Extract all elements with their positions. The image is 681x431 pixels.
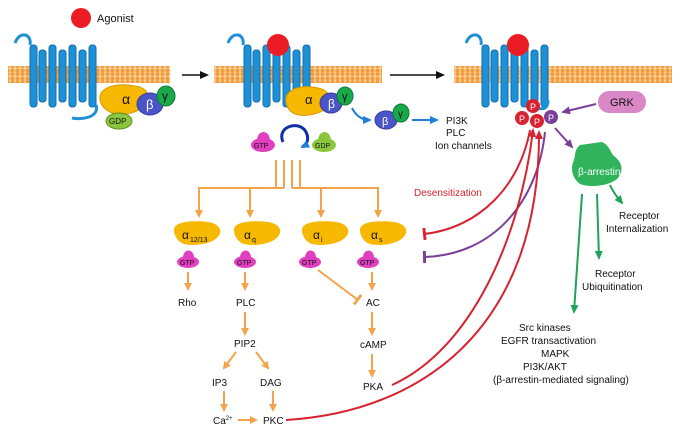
- alpha-branch-arrows: [195, 160, 382, 218]
- gdp-label-1: GDP: [109, 117, 126, 126]
- g-protein-2: α β γ: [285, 86, 354, 116]
- gamma-label-1: γ: [162, 89, 168, 103]
- grk-phosphorylation-arrow: [561, 103, 597, 115]
- phospho-label-3: P: [534, 117, 540, 127]
- arrestin-signal-note: (β-arrestin-mediated signaling): [493, 375, 629, 386]
- pkc-feedback-arrow: [285, 130, 544, 421]
- agonist-legend-icon: [71, 8, 91, 28]
- arrestin-signal-pi3k-akt: PI3K/AKT: [523, 362, 567, 373]
- pip2-label: PIP2: [234, 339, 256, 350]
- bg-target-ion-channels: Ion channels: [435, 141, 492, 152]
- beta-label-1: β: [146, 97, 153, 112]
- gtp-label-ai: GTP: [302, 260, 317, 267]
- gamma-label-2: γ: [342, 91, 348, 103]
- arrestin-recruit-arrow: [554, 127, 574, 149]
- alpha-label-1: α: [122, 91, 130, 107]
- gdp-gtp-exchange-arrow: [280, 124, 311, 149]
- pkc-label: PKC: [263, 416, 284, 427]
- alpha-i-subunit: α i GTP: [299, 221, 349, 268]
- dag-label: DAG: [260, 378, 282, 389]
- alpha-q-symbol: α: [244, 228, 251, 242]
- internalization-line-1: Receptor: [619, 211, 660, 222]
- effector-ac: AC: [366, 298, 380, 309]
- alpha-label-2: α: [305, 92, 313, 107]
- calcium-label: Ca2+: [213, 416, 233, 427]
- gtp-label-a1213: GTP: [180, 260, 195, 267]
- desensitization-label: Desensitization: [414, 188, 482, 199]
- alpha-12-13-symbol: α: [182, 228, 189, 242]
- alpha-s-symbol: α: [371, 228, 378, 242]
- desensitization-inhibit-purple: [422, 131, 546, 264]
- alpha-s-subscript: s: [379, 237, 383, 244]
- effector-plc: PLC: [236, 298, 255, 309]
- bg-target-plc: PLC: [446, 128, 465, 139]
- free-beta-gamma: β γ: [374, 103, 410, 130]
- gtp-bubble-panel2: GTP: [251, 132, 275, 152]
- arrestin-signaling-arrow: [570, 193, 583, 314]
- phospho-sites: P P P P: [515, 99, 558, 128]
- receptor-1: [13, 33, 98, 121]
- agonist-legend-label: Agonist: [97, 13, 134, 25]
- alpha-12-13-subunit: α 12/13 GTP: [174, 221, 221, 268]
- downstream-arrows: [184, 272, 376, 424]
- camp-label: cAMP: [360, 340, 387, 351]
- alpha-s-subunit: α s GTP: [357, 221, 407, 268]
- ubiquitination-line-1: Receptor: [595, 269, 636, 280]
- effector-rho: Rho: [178, 298, 197, 309]
- gdp-bubble-panel2: GDP: [312, 132, 336, 152]
- alpha-12-13-subscript: 12/13: [190, 237, 208, 244]
- internalization-line-2: Internalization: [606, 224, 668, 235]
- alpha-i-symbol: α: [313, 228, 320, 242]
- beta-arrestin-label: β-arrestin: [578, 167, 620, 178]
- arrestin-signal-src: Src kinases: [519, 323, 571, 334]
- agonist-bound-2: [267, 34, 289, 56]
- desensitization-inhibit-red: [422, 129, 531, 241]
- bg-target-pi3k: PI3K: [446, 116, 468, 127]
- arrestin-signal-egfr: EGFR transactivation: [501, 336, 596, 347]
- ubiquitination-line-2: Ubiquitination: [582, 282, 643, 293]
- gtp-label-aq: GTP: [237, 260, 252, 267]
- phospho-label-4: P: [548, 113, 554, 123]
- alpha-q-subscript: q: [252, 237, 256, 244]
- gtp-label-as: GTP: [360, 260, 375, 267]
- grk-label: GRK: [610, 97, 635, 109]
- alpha-q-subunit: α q GTP: [234, 221, 281, 268]
- alpha-i-subscript: i: [321, 237, 323, 244]
- internalization-arrow: [609, 184, 624, 205]
- ip3-label: IP3: [212, 378, 227, 389]
- agonist-bound-3: [507, 34, 529, 56]
- receptor-3: [464, 33, 550, 111]
- grk-box: [598, 91, 646, 113]
- beta-label-2: β: [328, 97, 335, 111]
- phospho-label-2: P: [519, 114, 525, 124]
- alpha-i-inhibit-ac: [317, 269, 363, 306]
- phospho-label-1: P: [530, 102, 536, 112]
- ubiquitination-arrow: [594, 193, 603, 260]
- pka-feedback-arrow: [391, 128, 537, 386]
- free-gamma-label: γ: [398, 109, 403, 120]
- pka-label: PKA: [363, 382, 383, 393]
- gdp-label-panel2: GDP: [315, 143, 331, 150]
- gtp-label-panel2: GTP: [254, 143, 269, 150]
- g-protein-1: α β γ GDP: [99, 84, 176, 130]
- beta-gamma-release-arrow: [351, 107, 372, 124]
- free-beta-label: β: [382, 116, 388, 128]
- arrestin-signal-mapk: MAPK: [541, 349, 570, 360]
- beta-arrestin-shape: [572, 142, 622, 186]
